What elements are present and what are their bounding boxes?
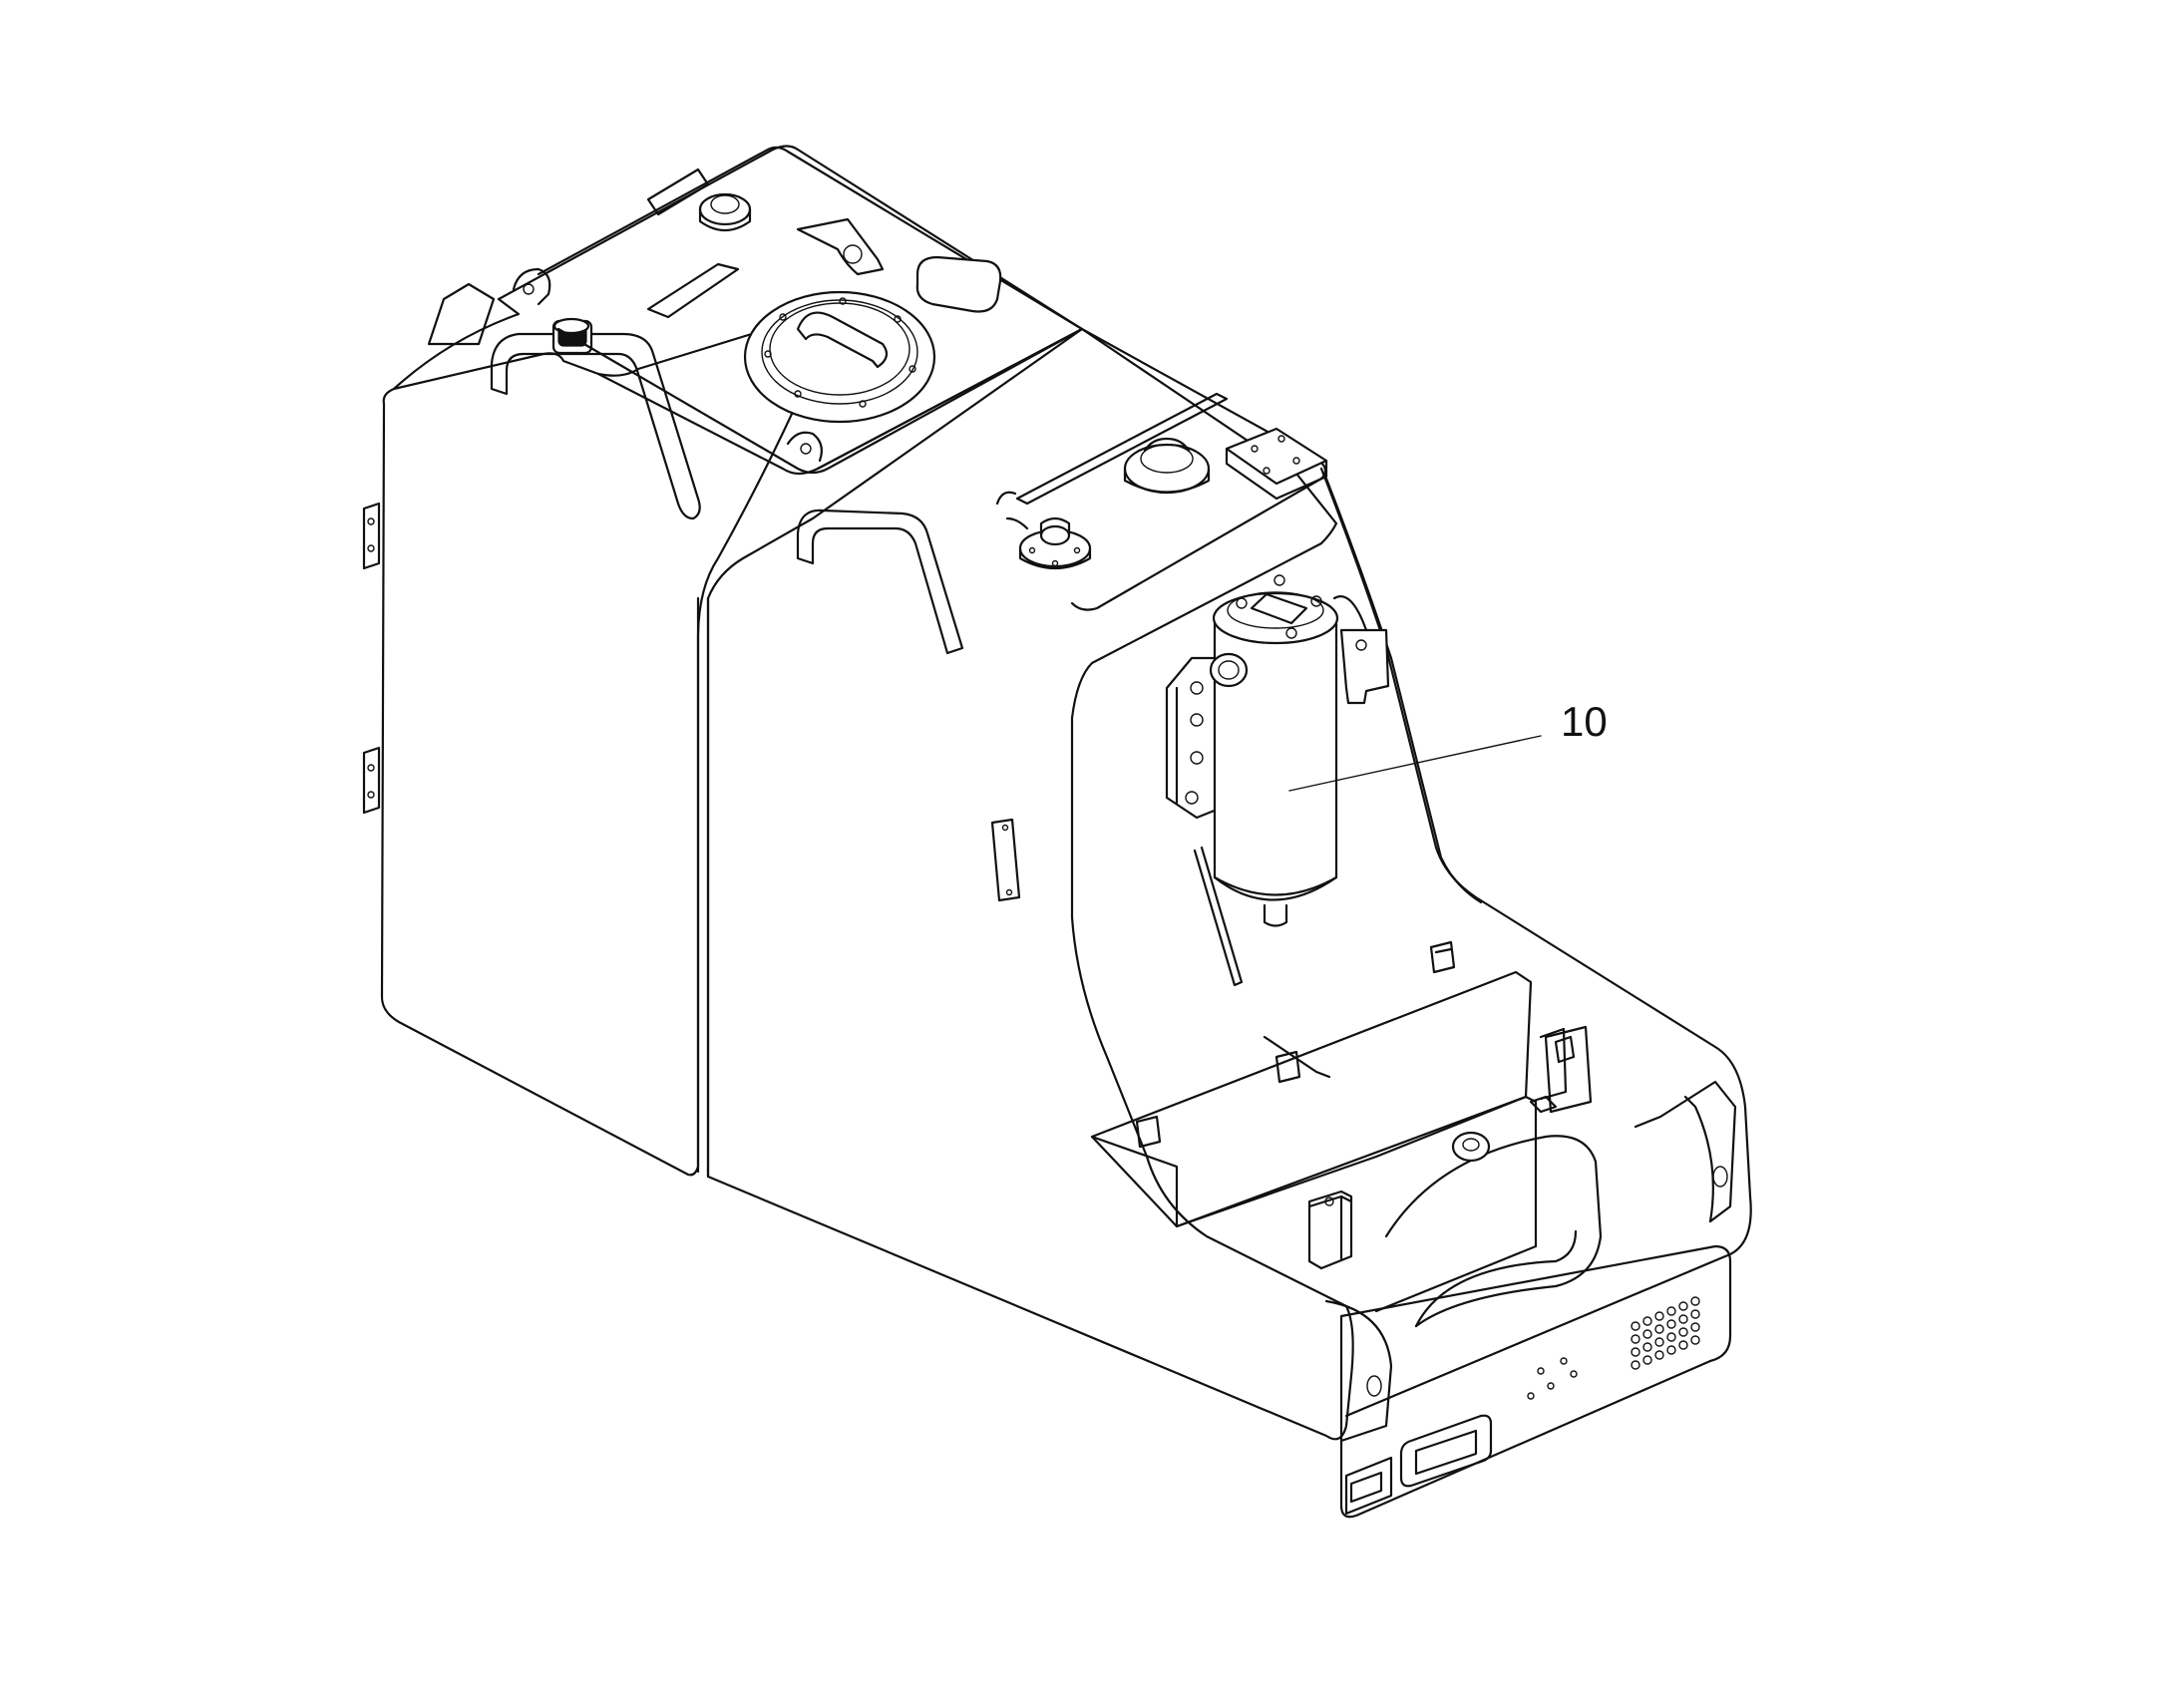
small-parts [1135,940,1576,1270]
filter-canister [1165,574,1390,987]
lower-frame [1090,970,1737,1519]
leader-line [1288,735,1542,792]
top-cover-left [512,146,1084,475]
grille-vents [1631,1296,1700,1370]
callout-10: 10 [1288,698,1608,792]
callout-label: 10 [1561,698,1608,745]
